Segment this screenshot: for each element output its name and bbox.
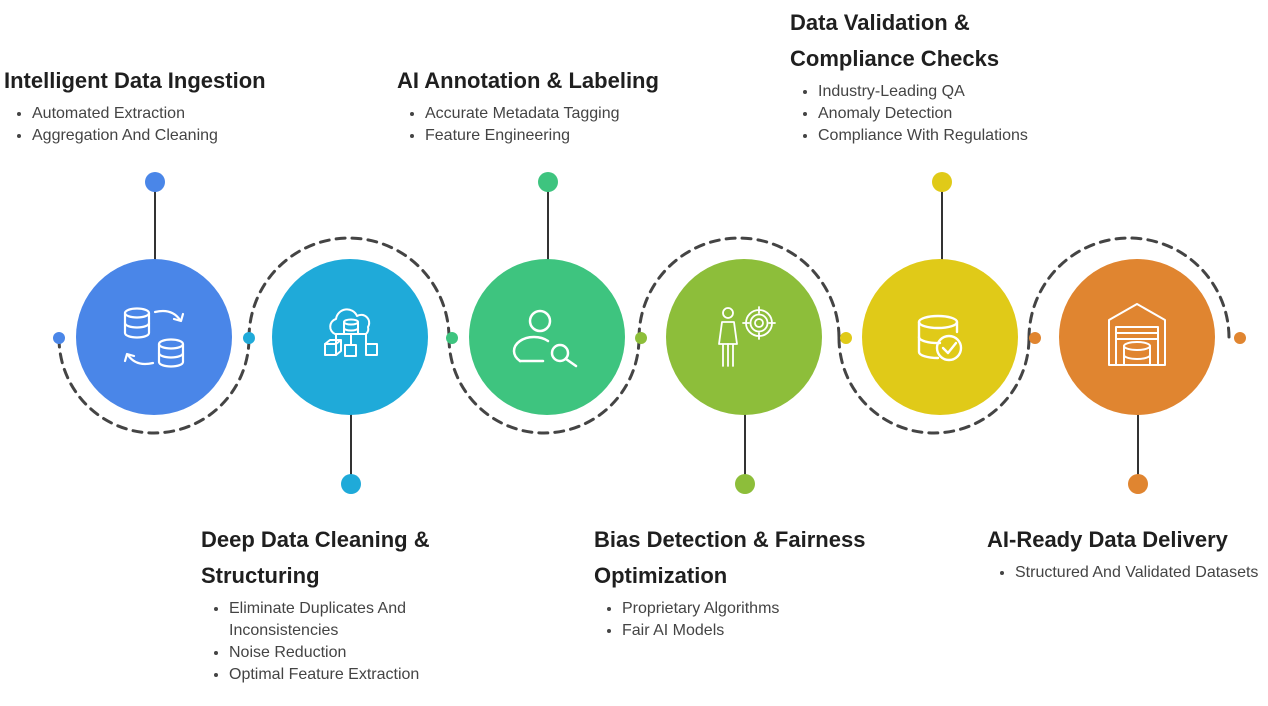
stage-1-list: Automated Extraction Aggregation And Cle… xyxy=(4,103,266,147)
stage-6-circle xyxy=(1059,259,1215,415)
list-item: Industry-Leading QA xyxy=(818,81,1050,103)
stage-4-list: Proprietary Algorithms Fair AI Models xyxy=(594,598,914,642)
stage-1-circle xyxy=(76,259,232,415)
stage-6-list: Structured And Validated Datasets xyxy=(987,562,1267,584)
stage-5-circle xyxy=(862,259,1018,415)
stage-4 xyxy=(666,259,822,494)
stage-2-pin xyxy=(341,474,361,494)
stage-3 xyxy=(469,172,625,415)
list-item: Eliminate Duplicates And Inconsistencies xyxy=(229,598,449,642)
list-item: Noise Reduction xyxy=(229,642,449,664)
stage-5 xyxy=(862,172,1018,415)
stage-5-pin xyxy=(932,172,952,192)
list-item: Optimal Feature Extraction xyxy=(229,664,449,686)
stage-3-pin xyxy=(538,172,558,192)
junction-dot xyxy=(840,332,852,344)
stage-6-text: AI-Ready Data Delivery Structured And Va… xyxy=(987,522,1267,584)
stage-5-list: Industry-Leading QA Anomaly Detection Co… xyxy=(790,81,1050,147)
person-target-icon xyxy=(718,306,776,367)
list-item: Proprietary Algorithms xyxy=(622,598,914,620)
database-check-icon xyxy=(917,314,963,362)
stage-4-circle xyxy=(666,259,822,415)
list-item: Compliance With Regulations xyxy=(818,125,1050,147)
stage-6-pin xyxy=(1128,474,1148,494)
stage-1-title: Intelligent Data Ingestion xyxy=(4,68,266,93)
stage-3-title: AI Annotation & Labeling xyxy=(397,68,659,93)
stage-4-title: Bias Detection & Fairness Optimization xyxy=(594,527,866,588)
data-warehouse-icon xyxy=(1108,303,1166,366)
dashed-connector xyxy=(57,236,1231,435)
stage-5-title: Data Validation & Compliance Checks xyxy=(790,10,1000,71)
junction-dot xyxy=(53,332,65,344)
stage-5-text: Data Validation & Compliance Checks Indu… xyxy=(790,5,1050,147)
list-item: Aggregation And Cleaning xyxy=(32,125,266,147)
stage-4-text: Bias Detection & Fairness Optimization P… xyxy=(594,522,914,642)
list-item: Feature Engineering xyxy=(425,125,659,147)
stage-2-list: Eliminate Duplicates And Inconsistencies… xyxy=(201,598,449,686)
stage-1-pin xyxy=(145,172,165,192)
list-item: Anomaly Detection xyxy=(818,103,1050,125)
junction-dot xyxy=(446,332,458,344)
database-sync-icon xyxy=(123,307,185,368)
list-item: Structured And Validated Datasets xyxy=(1015,562,1267,584)
stage-2-text: Deep Data Cleaning & Structuring Elimina… xyxy=(201,522,471,686)
junction-dots xyxy=(53,332,1246,344)
list-item: Automated Extraction xyxy=(32,103,266,125)
stage-3-list: Accurate Metadata Tagging Feature Engine… xyxy=(397,103,659,147)
junction-dot xyxy=(635,332,647,344)
stage-6 xyxy=(1059,259,1215,494)
list-item: Fair AI Models xyxy=(622,620,914,642)
stage-2-title: Deep Data Cleaning & Structuring xyxy=(201,527,430,588)
stage-4-pin xyxy=(735,474,755,494)
junction-dot xyxy=(1234,332,1246,344)
stage-2 xyxy=(272,259,428,494)
user-search-icon xyxy=(512,309,578,368)
stage-3-text: AI Annotation & Labeling Accurate Metada… xyxy=(397,63,659,147)
list-item: Accurate Metadata Tagging xyxy=(425,103,659,125)
cloud-database-network-icon xyxy=(324,308,378,357)
junction-dot xyxy=(243,332,255,344)
stage-6-title: AI-Ready Data Delivery xyxy=(987,527,1228,552)
stage-3-circle xyxy=(469,259,625,415)
stage-1 xyxy=(76,172,232,415)
stage-1-text: Intelligent Data Ingestion Automated Ext… xyxy=(4,63,266,147)
junction-dot xyxy=(1029,332,1041,344)
